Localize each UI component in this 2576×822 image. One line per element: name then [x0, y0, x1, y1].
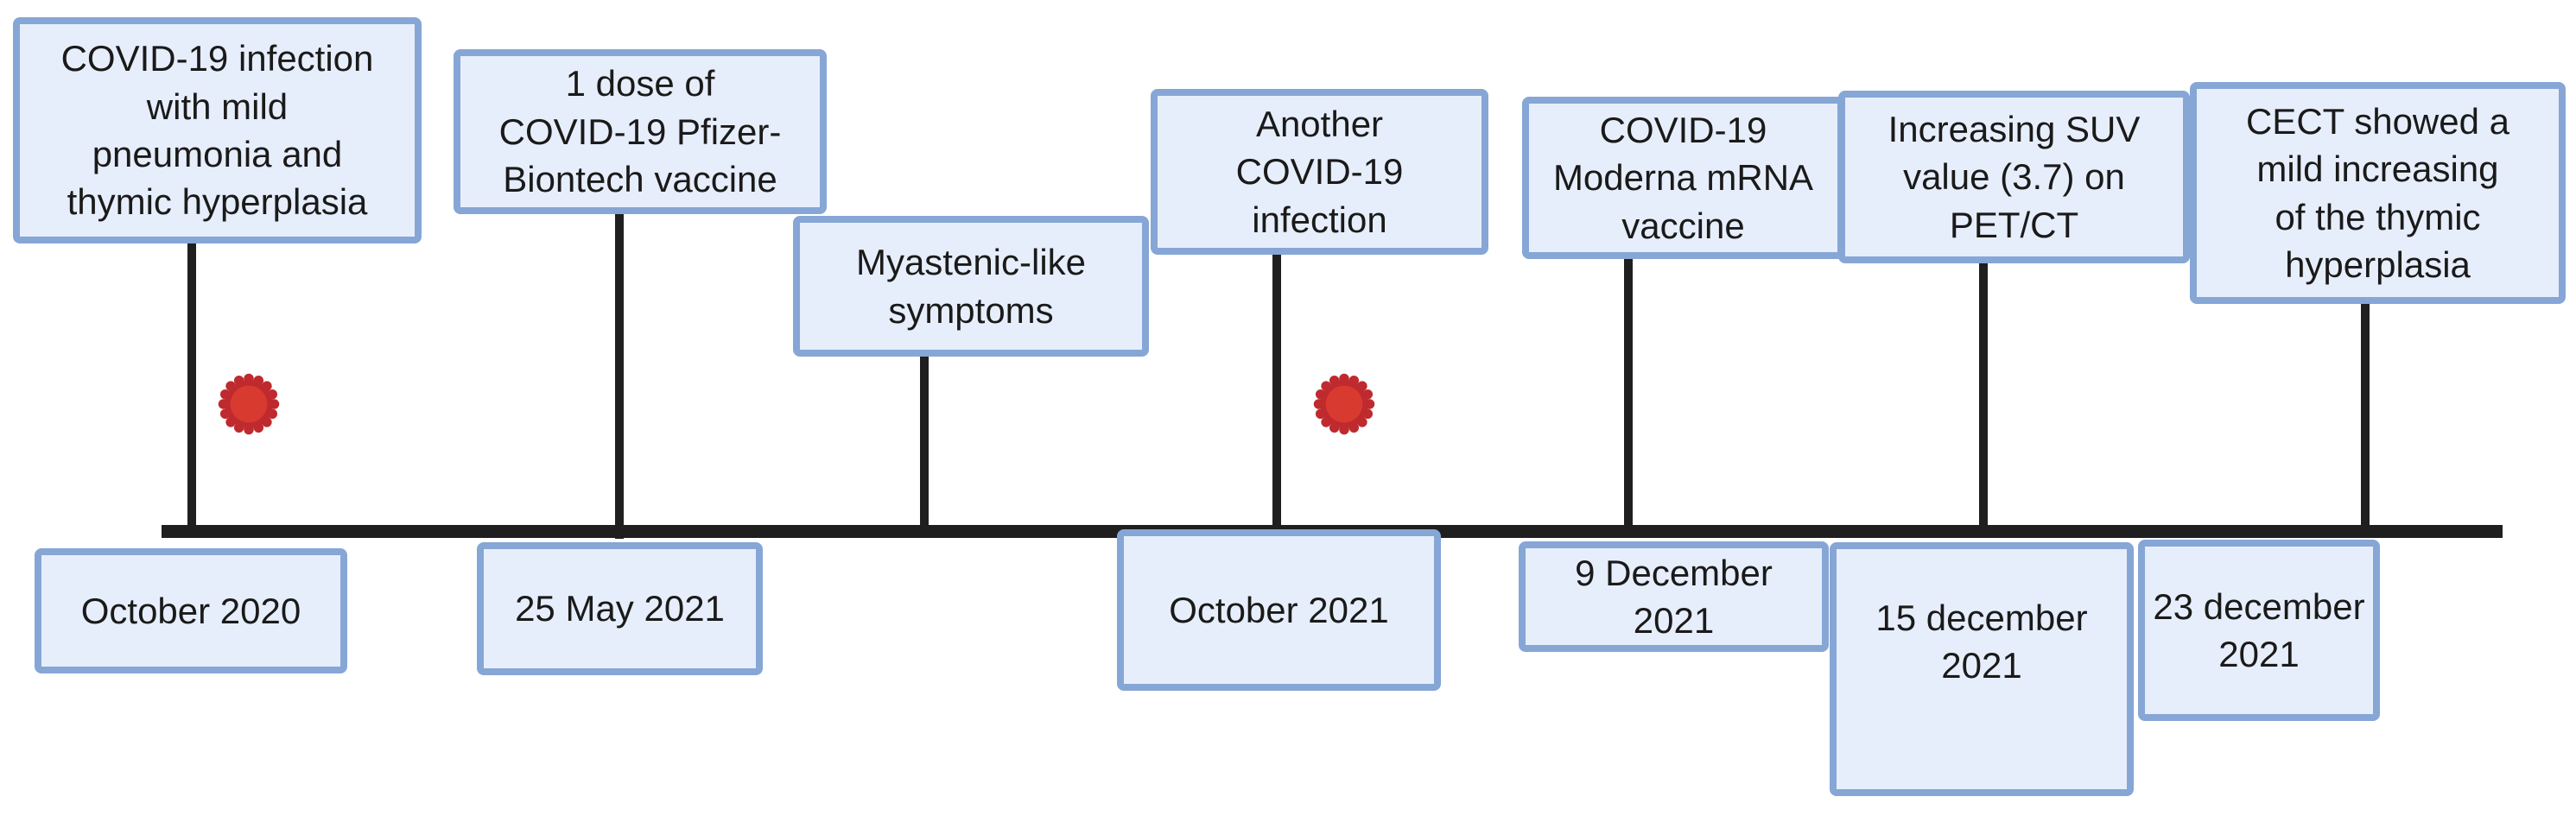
event-label: Another COVID-19 infection: [1235, 103, 1404, 240]
event-box-cect-hyperplasia: CECT showed a mild increasing of the thy…: [2190, 82, 2566, 304]
event-box-second-infection: Another COVID-19 infection: [1151, 89, 1488, 255]
date-label: October 2020: [80, 590, 301, 631]
event-label: COVID-19 infection with mild pneumonia a…: [60, 38, 374, 223]
date-box-23-december-2021: 23 december 2021: [2138, 540, 2380, 721]
date-label: 23 december 2021: [2153, 585, 2365, 674]
covid-virus-icon: [1313, 373, 1375, 435]
event-connector: [1979, 262, 1988, 533]
event-box-moderna-vaccine: COVID-19 Moderna mRNA vaccine: [1522, 97, 1844, 259]
event-label: COVID-19 Moderna mRNA vaccine: [1552, 109, 1814, 246]
event-box-pfizer-vaccine: 1 dose of COVID-19 Pfizer- Biontech vacc…: [454, 49, 827, 214]
date-label: 15 december 2021: [1875, 598, 2088, 686]
covid-virus-icon: [218, 373, 280, 435]
date-box-9-december-2021: 9 December 2021: [1519, 541, 1829, 652]
event-label: Increasing SUV value (3.7) on PET/CT: [1888, 108, 2141, 245]
event-label: Myastenic-like symptoms: [855, 242, 1087, 331]
date-label: October 2021: [1169, 589, 1389, 630]
event-connector: [615, 212, 624, 539]
event-box-myastenic-symptoms: Myastenic-like symptoms: [793, 216, 1149, 357]
date-box-october-2020: October 2020: [35, 548, 347, 673]
date-label: 9 December 2021: [1575, 552, 1773, 641]
event-box-suv-petct: Increasing SUV value (3.7) on PET/CT: [1838, 91, 2190, 263]
event-connector: [187, 242, 196, 533]
date-box-october-2021: October 2021: [1117, 529, 1441, 691]
event-connector: [920, 354, 929, 533]
event-connector: [1624, 257, 1633, 533]
date-label: 25 May 2021: [515, 588, 725, 629]
event-label: 1 dose of COVID-19 Pfizer- Biontech vacc…: [498, 63, 782, 200]
event-label: CECT showed a mild increasing of the thy…: [2245, 100, 2510, 285]
date-box-25-may-2021: 25 May 2021: [477, 542, 763, 675]
event-box-covid-infection: COVID-19 infection with mild pneumonia a…: [13, 17, 422, 243]
event-connector: [2361, 302, 2370, 533]
date-box-15-december-2021: 15 december 2021: [1830, 542, 2134, 796]
event-connector: [1272, 253, 1281, 531]
